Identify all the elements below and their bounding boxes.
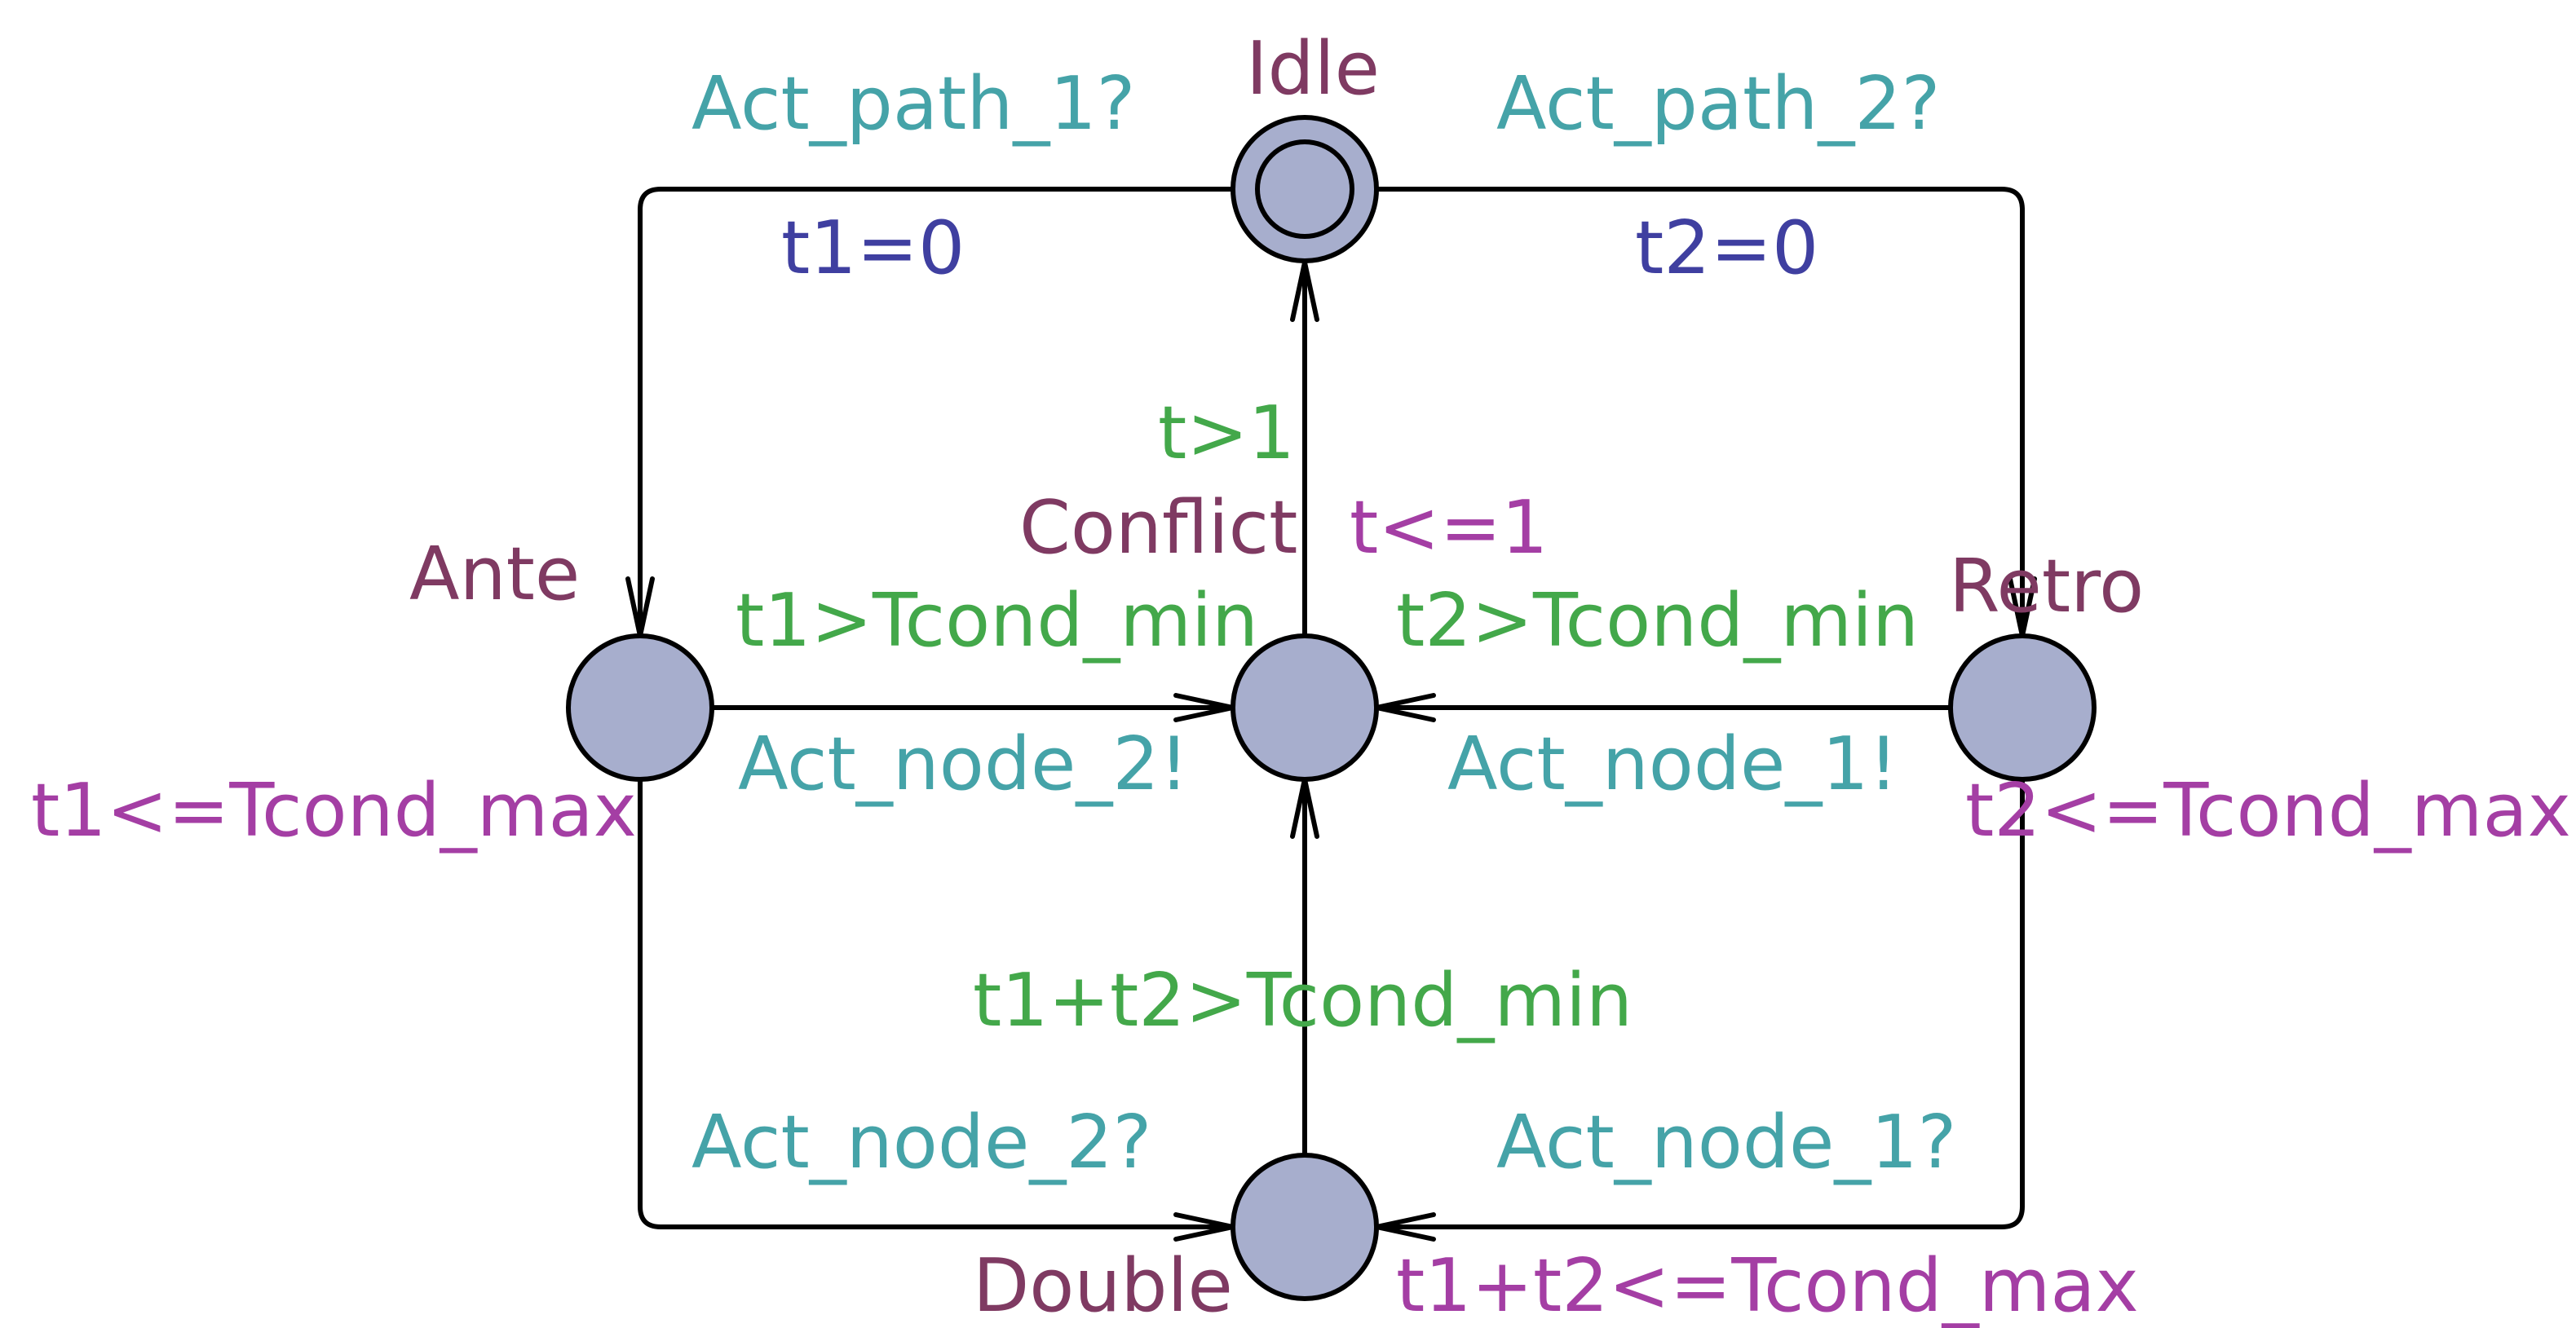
state-name-double: Double — [973, 1243, 1233, 1328]
guard-t1-plus-t2-gt-tcond-min: t1+t2>Tcond_min — [973, 958, 1633, 1043]
state-name-idle: Idle — [1246, 26, 1380, 112]
sync-act-path-2: Act_path_2? — [1496, 61, 1940, 147]
sync-act-node-1-send: Act_node_1! — [1447, 721, 1898, 807]
invariant-ante: t1<=Tcond_max — [31, 768, 637, 854]
edge-idle-to-retro — [1378, 187, 2025, 636]
invariant-conflict: t<=1 — [1350, 485, 1548, 571]
sync-act-node-2-send: Act_node_2! — [738, 721, 1189, 807]
state-retro-node[interactable] — [1948, 633, 2097, 782]
assign-t1-reset: t1=0 — [781, 205, 965, 291]
guard-t2-gt-tcond-min: t2>Tcond_min — [1396, 578, 1919, 664]
state-ante-node[interactable] — [566, 633, 714, 782]
state-conflict-node[interactable] — [1231, 633, 1379, 782]
sync-act-node-1-receive: Act_node_1? — [1496, 1100, 1956, 1185]
assign-t2-reset: t2=0 — [1635, 205, 1818, 291]
edge-idle-to-ante — [638, 187, 1231, 636]
invariant-retro: t2<=Tcond_max — [1965, 768, 2571, 854]
state-name-conflict: Conflict — [1019, 485, 1297, 571]
invariant-double: t1+t2<=Tcond_max — [1396, 1243, 2139, 1328]
sync-act-node-2-receive: Act_node_2? — [691, 1100, 1151, 1185]
state-double-node[interactable] — [1231, 1153, 1379, 1301]
guard-t1-gt-tcond-min: t1>Tcond_min — [736, 578, 1258, 664]
state-idle-initial-marker — [1255, 139, 1354, 239]
edge-retro-to-double — [1376, 779, 2025, 1229]
guard-t-gt-1: t>1 — [1158, 390, 1295, 476]
state-name-ante: Ante — [409, 532, 580, 617]
sync-act-path-1: Act_path_1? — [691, 61, 1135, 147]
edge-ante-to-double — [638, 779, 1233, 1229]
state-name-retro: Retro — [1949, 544, 2144, 629]
